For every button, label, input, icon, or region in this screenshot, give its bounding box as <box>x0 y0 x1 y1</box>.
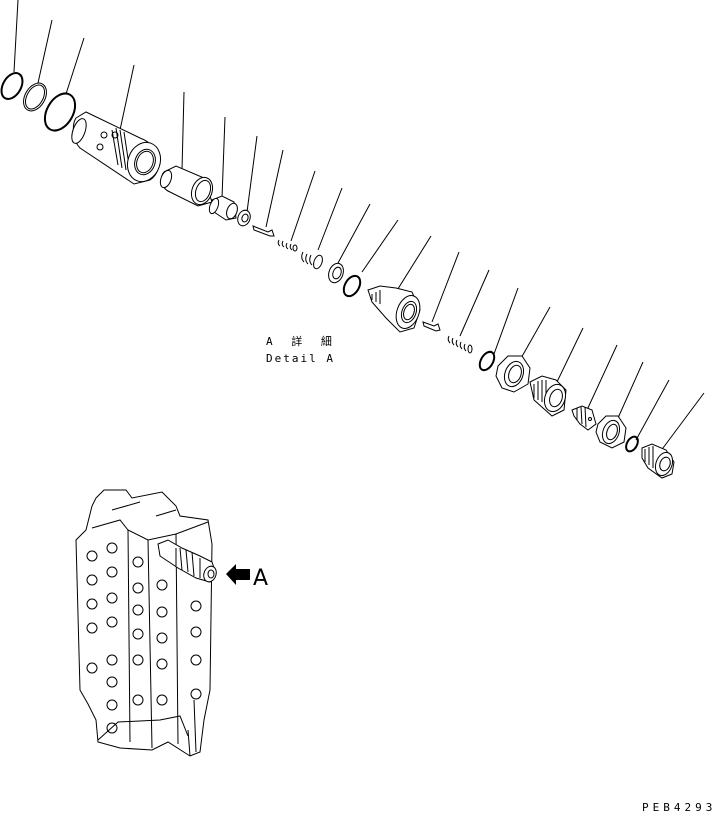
part-2-backup-ring <box>23 82 47 112</box>
part-10-spacer-spring <box>301 251 323 270</box>
part-21-o-ring <box>625 435 639 453</box>
part-4-sleeve <box>71 111 162 185</box>
view-direction-arrow-icon <box>226 564 250 585</box>
part-5-piston <box>159 165 214 207</box>
drawing-code: PEB4293 <box>642 801 714 814</box>
part-13-body <box>367 285 421 333</box>
part-6-poppet <box>208 195 238 221</box>
mounted-relief-valve <box>157 539 217 583</box>
part-7-seat <box>237 209 251 227</box>
part-22-adjust-screw <box>641 443 675 479</box>
detail-title-japanese: A 詳 細 <box>266 335 338 348</box>
part-15-spring <box>447 335 473 354</box>
part-11-ring <box>328 262 344 284</box>
part-20-nut <box>595 415 627 449</box>
leader-lines <box>13 0 705 453</box>
part-19-adjust-poppet <box>571 405 597 431</box>
part-1-o-ring <box>0 72 24 100</box>
part-8-pin <box>252 225 275 237</box>
part-14-pilot-poppet <box>422 321 441 332</box>
part-12-o-ring <box>342 274 362 298</box>
control-valve-block <box>75 489 217 757</box>
port-holes <box>86 542 202 734</box>
view-callout-label: A <box>253 566 271 591</box>
part-18-plug <box>529 375 567 417</box>
part-3-o-ring <box>43 92 77 132</box>
part-17-nut <box>495 355 531 393</box>
part-16-o-ring <box>478 350 496 372</box>
detail-title-english: Detail A <box>266 352 335 365</box>
part-9-spring <box>277 239 298 252</box>
